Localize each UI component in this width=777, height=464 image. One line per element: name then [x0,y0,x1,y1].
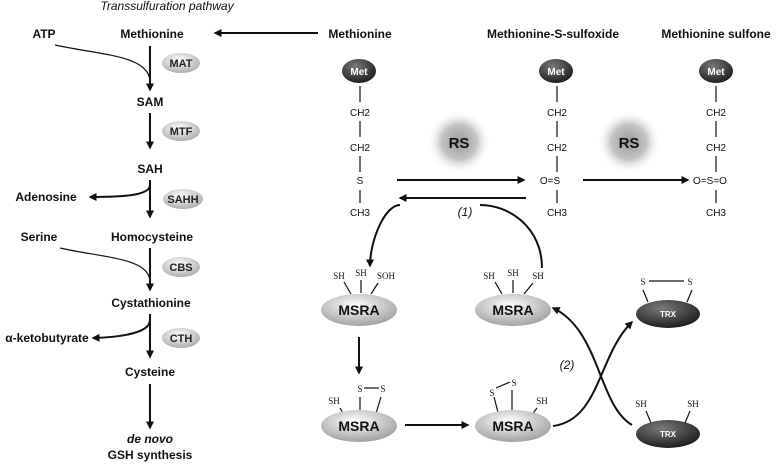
cystathionine-label: Cystathionine [111,296,191,310]
ch2-label-1a: CH2 [350,108,370,119]
ch2-label-1b: CH2 [350,143,370,154]
msra4-disulfide [495,381,511,389]
cbs-enzyme [162,257,200,277]
msra4-s-b: S [511,378,516,388]
msra4-s-a: S [489,388,494,398]
trx2-sh-a: SH [635,399,647,409]
rs-label-2: RS [619,135,640,152]
ch2-label-3b: CH2 [706,143,726,154]
cth-label: CTH [170,333,193,345]
msra3-s-b: S [380,384,385,394]
met-label-3: Met [707,67,725,78]
msra1-bond-a [343,281,352,295]
msra-active [475,294,551,326]
msra4-label: MSRA [492,418,533,434]
trx2-sh-b: SH [687,399,699,409]
msra1-label: MSRA [338,302,379,318]
met-label-1: Met [350,67,368,78]
cysteine-label: Cysteine [125,365,175,379]
step-2-label: (2) [560,358,575,372]
met-label-2: Met [547,67,565,78]
methionine-label: Methionine [120,27,184,41]
trx2-bond-a [645,410,652,424]
msra1-sh-b: SH [355,268,367,278]
adenosine-label: Adenosine [15,190,77,204]
sahh-enzyme [163,189,203,209]
ch3-label-1: CH3 [350,208,370,219]
msra2-bond-c [523,282,534,295]
ch3-label-3: CH3 [706,208,726,219]
cycle-curve-right [479,204,543,269]
trx1-s-b: S [687,277,692,287]
msra1-bond-c [370,282,379,295]
cbs-label: CBS [169,262,192,274]
met-node-3 [699,59,733,83]
pathway-title: Transsulfuration pathway [100,0,234,13]
homocysteine-label: Homocysteine [111,230,193,244]
trx-reduced [636,420,700,448]
ch2-label-2b: CH2 [547,143,567,154]
sulfoxide-header: Methionine-S-sulfoxide [487,27,619,41]
atp-label: ATP [32,27,55,41]
trx2-bond-b [684,410,691,424]
cth-enzyme [162,328,200,348]
msra-disulfide-right [475,410,551,442]
msra2-sh-c: SH [532,271,544,281]
trx-oxidized [636,300,700,328]
trx-oxidized-arrow [552,320,634,427]
msra1-soh: SOH [377,271,396,281]
adenosine-branch-arrow [88,184,151,201]
gsh-synthesis-label: GSH synthesis [108,448,193,462]
msra3-label: MSRA [338,418,379,434]
ch3-label-2: CH3 [547,208,567,219]
met-node-1 [342,59,376,83]
ketobutyrate-branch-arrow [91,319,151,342]
msra2-sh-a: SH [483,271,495,281]
mat-enzyme [162,53,200,73]
mtf-label: MTF [170,126,193,138]
serine-entry-curve [59,247,151,283]
sah-label: SAH [137,162,162,176]
sam-label: SAM [137,95,164,109]
trx1-label: TRX [660,310,677,319]
methionine-header: Methionine [328,27,392,41]
msra2-bond-a [494,281,503,295]
msra3-sh: SH [328,396,340,406]
met-node-2 [539,59,573,83]
trx-reduced-arrow [551,307,633,426]
msra-reduced-soh [321,294,397,326]
rs-label-1: RS [449,135,470,152]
atp-entry-curve [54,44,151,83]
ketobutyrate-label: α-ketobutyrate [5,331,89,345]
mtf-enzyme [162,121,200,141]
ch2-label-2a: CH2 [547,108,567,119]
msra-disulfide-left [321,410,397,442]
serine-label: Serine [21,230,58,244]
s-label-1: S [357,176,364,187]
de-novo-label: de novo [127,432,173,446]
sahh-label: SAHH [167,194,198,206]
msra2-sh-b: SH [507,268,519,278]
msra2-label: MSRA [492,302,533,318]
msra4-sh: SH [536,396,548,406]
trx2-label: TRX [660,430,677,439]
ch2-label-3a: CH2 [706,108,726,119]
msra3-s-a: S [357,384,362,394]
sulfone-header: Methionine sulfone [661,27,771,41]
step-1-label: (1) [458,205,473,219]
os-label: O=S [540,176,561,187]
rs-glow-1 [427,110,491,174]
oso-label: O=S=O [693,176,727,187]
msra1-sh-a: SH [333,271,345,281]
rs-glow-2 [597,110,661,174]
trx1-s-a: S [640,277,645,287]
mat-label: MAT [169,58,192,70]
trx1-bond-a [642,289,649,303]
trx1-bond-b [686,289,693,303]
cycle-curve-left [366,204,401,268]
